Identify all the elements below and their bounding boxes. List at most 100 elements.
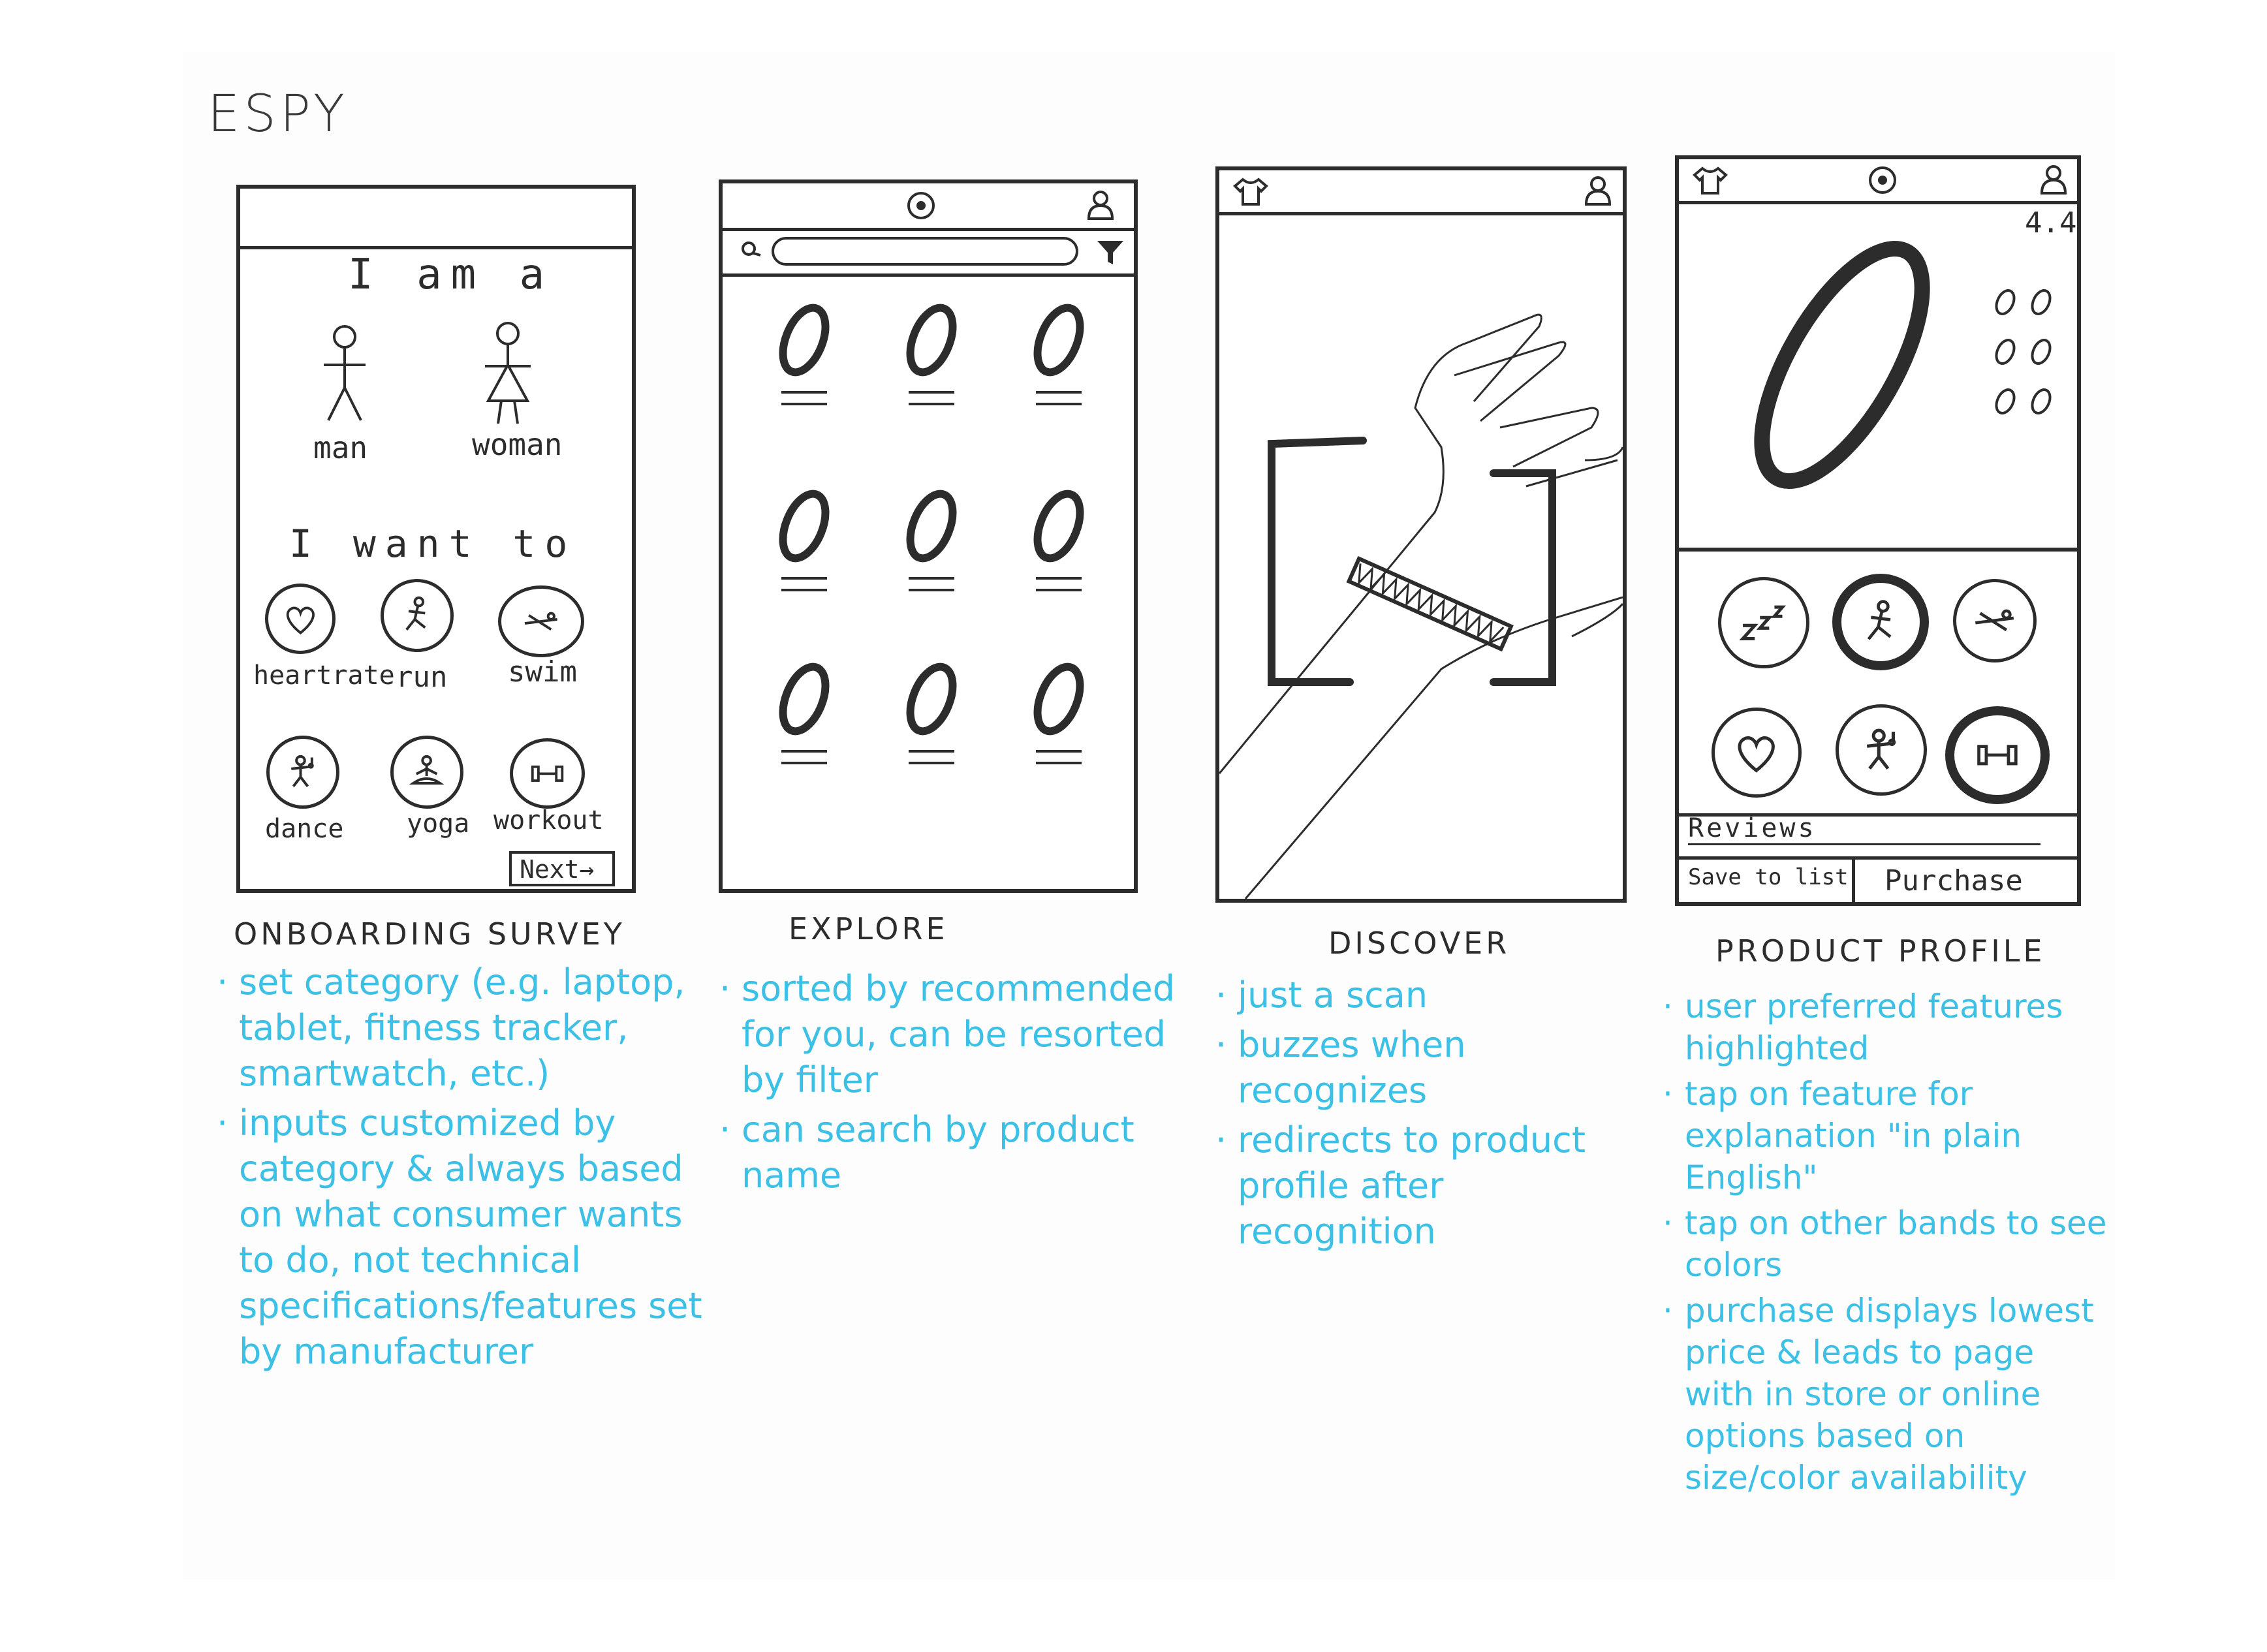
yoga-pose-icon [409,755,445,785]
reviews-divider [1679,813,2077,817]
run-label: run [396,661,448,694]
note-item: redirects to product profile after recog… [1215,1117,1586,1255]
yoga-label: yoga [407,809,470,839]
sleep-feature[interactable] [1718,577,1809,668]
band-thumbnail-icon [1033,304,1084,405]
product-tile[interactable] [1016,660,1101,784]
screen-discover [1215,166,1627,903]
band-thumbnail-icon [906,304,957,405]
workout-label: workout [493,805,604,835]
product-tile[interactable] [1016,487,1101,611]
run-option[interactable] [381,579,454,652]
note-item: purchase displays lowest price & leads t… [1663,1290,2112,1499]
screen-product-profile: 4.4 Reviews Save to list Purc [1675,155,2081,906]
app-title: ESPY [208,85,349,144]
swim-feature[interactable] [1953,579,2037,662]
product-tile[interactable] [889,660,974,784]
gender-heading: I am a [348,251,554,299]
screen-onboarding: I am a man woman I want to [236,185,636,893]
product-tile[interactable] [762,301,847,425]
dance-label: dance [265,814,344,844]
band-thumbnail-icon [1033,662,1084,764]
product-tile[interactable] [889,487,974,611]
next-button[interactable]: Next→ [509,851,615,886]
note-item: tap on other bands to see colors [1663,1202,2112,1286]
note-item: just a scan [1215,973,1586,1018]
note-item: buzzes when recognizes [1215,1022,1586,1114]
runner-icon [1867,600,1892,640]
save-to-list-button[interactable]: Save to list [1679,856,1855,902]
next-label: Next→ [520,855,595,884]
woman-option[interactable] [472,319,544,450]
purchase-button[interactable]: Purchase [1855,856,2077,902]
dance-feature[interactable] [1836,704,1927,796]
man-label: man [313,430,368,465]
filter-icon[interactable] [1095,237,1126,268]
caption-explore: EXPLORE [789,911,948,946]
dancer-icon [1866,728,1896,770]
dance-option[interactable] [266,736,339,809]
image-divider [1679,548,2077,552]
rating-value: 4.4 [2025,206,2077,240]
note-item: inputs customized by category & always b… [217,1100,718,1375]
heartrate-label: heartrate [253,661,395,691]
note-item: set category (e.g. laptop, tablet, fitne… [217,959,718,1097]
reviews-link[interactable]: Reviews [1688,813,1817,843]
product-tile[interactable] [889,301,974,425]
note-item: user preferred features highlighted [1663,986,2112,1069]
dancer-icon [291,755,315,788]
heartrate-option[interactable] [265,584,336,654]
swim-option[interactable] [498,585,584,657]
workout-option[interactable] [510,738,585,809]
compass-icon[interactable] [1867,164,1898,196]
yoga-option[interactable] [390,736,463,809]
notes-product-profile: user preferred features highlighted tap … [1663,986,2112,1503]
product-tile[interactable] [762,487,847,611]
band-thumbnail-icon [779,662,830,764]
search-input[interactable] [772,237,1078,266]
heartrate-feature[interactable] [1712,708,1802,798]
man-option[interactable] [312,322,377,453]
search-icon[interactable] [740,240,763,263]
band-thumbnail-icon [1033,490,1084,591]
dumbbell-icon [1977,745,2018,766]
product-tile[interactable] [1016,301,1101,425]
band-thumbnail-icon [779,490,830,591]
band-thumbnail-icon [906,490,957,591]
caption-product-profile: PRODUCT PROFILE [1715,933,2046,969]
notes-explore: sorted by recommended for you, can be re… [719,966,1195,1202]
profile-icon[interactable] [2038,163,2069,196]
swimmer-icon [1975,610,2014,632]
workout-feature[interactable] [1945,706,2050,804]
product-band-image [1754,241,1930,489]
band-thumbnail-icon [906,662,957,764]
heart-icon [1738,736,1775,773]
notes-discover: just a scan buzzes when recognizes redir… [1215,973,1586,1258]
scan-viewfinder[interactable] [1219,212,1623,899]
action-bar [1679,856,2077,860]
heart-icon [286,606,315,634]
caption-onboarding: ONBOARDING SURVEY [234,916,625,952]
sleep-zzz-icon [1739,605,1786,640]
dumbbell-icon [531,765,564,782]
caption-discover: DISCOVER [1328,926,1510,961]
note-item: can search by product name [719,1107,1195,1198]
shirt-icon[interactable] [1232,176,1269,207]
woman-figure-icon [485,322,531,424]
profile-icon[interactable] [1582,174,1614,207]
profile-icon[interactable] [1085,189,1116,221]
compass-icon[interactable] [905,190,937,221]
activity-heading: I want to [289,522,577,566]
runner-icon [405,597,426,631]
color-swatches[interactable] [1986,287,2064,424]
swimmer-icon [524,612,558,631]
note-item: sorted by recommended for you, can be re… [719,966,1195,1103]
reviews-underline [1688,843,2040,845]
note-item: tap on feature for explanation "in plain… [1663,1073,2112,1198]
product-tile[interactable] [762,660,847,784]
run-feature[interactable] [1832,574,1929,670]
purchase-label: Purchase [1884,864,2023,897]
search-bar-row [723,228,1134,277]
shirt-icon[interactable] [1692,164,1728,196]
notes-onboarding: set category (e.g. laptop, tablet, fitne… [217,959,718,1379]
